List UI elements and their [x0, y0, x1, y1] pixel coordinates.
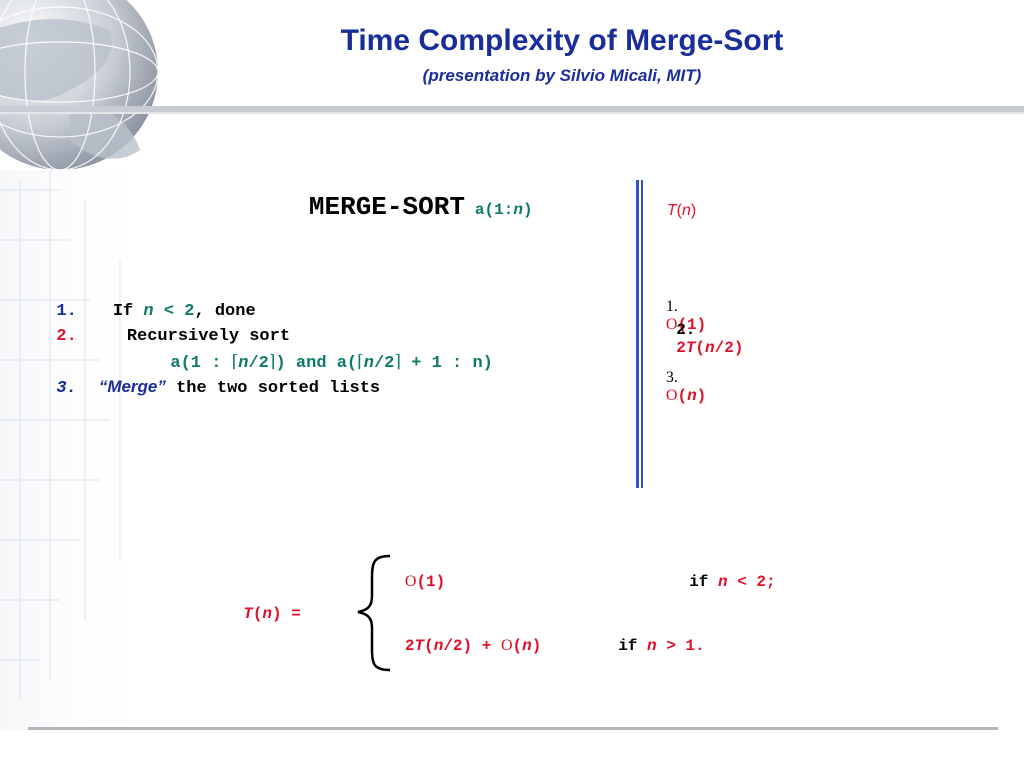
case-2-var: n	[433, 637, 444, 655]
cost-2-t: T	[685, 339, 696, 357]
case-1-var: n	[718, 573, 728, 591]
lhs-open: (	[252, 605, 263, 623]
cost-2-number: 2.	[676, 321, 696, 339]
step-1-cond: < 2	[153, 302, 195, 321]
detail-tail: + 1 : n)	[401, 354, 493, 373]
ceil-close-2: ⌉	[394, 352, 402, 371]
case-2-open-2: (	[512, 637, 523, 655]
recurrence-case-2: 2T(n/2) + O(n)	[396, 619, 541, 655]
case-2-close: )	[531, 637, 542, 655]
cost-3-var: n	[687, 387, 697, 405]
ceil-open-1: ⌈	[231, 352, 239, 371]
footer-rule	[28, 727, 998, 730]
case-2-mid: /2) +	[443, 637, 501, 655]
column-divider	[636, 180, 639, 488]
step-1-number: 1.	[56, 302, 77, 321]
case-1-cond: < 2;	[727, 573, 776, 591]
recurrence-case-2-condition: if n > 1.	[599, 619, 705, 655]
cost-2-open: (	[695, 339, 706, 357]
cost-line-3: 3. O(n)	[657, 351, 706, 405]
step-1-post: , done	[194, 302, 256, 321]
cost-header-open: (	[676, 202, 682, 219]
cost-header-close: )	[690, 202, 697, 219]
recurrence-lhs: T(n) =	[224, 587, 301, 623]
case-1-if: if	[689, 573, 719, 591]
case-2-o: O	[500, 637, 513, 654]
globe-icon	[0, 0, 159, 171]
header-rule	[0, 106, 1024, 112]
cost-line-2: 2. 2T(n/2)	[657, 303, 743, 357]
step-3-merge: “Merge”	[98, 377, 166, 396]
recurrence-case-1: O(1)	[396, 555, 445, 591]
step-2-number: 2.	[56, 327, 77, 346]
case-2-pre: 2	[404, 637, 415, 655]
detail-var-2: n	[363, 354, 374, 373]
detail-var-1: n	[238, 354, 249, 373]
page-title: Time Complexity of Merge-Sort	[340, 24, 784, 57]
step-3-number: 3.	[56, 379, 77, 398]
cost-header: T(n)	[658, 184, 696, 220]
lhs-t: T	[243, 605, 253, 623]
step-1-var: n	[143, 302, 154, 321]
case-2-var-3: n	[647, 637, 657, 655]
cost-2-var: n	[705, 339, 715, 357]
cost-3-number: 3.	[665, 369, 678, 386]
cost-3-o: O	[665, 387, 678, 404]
cost-header-t: T	[666, 202, 677, 219]
cost-line-1: 1. O(1)	[657, 280, 706, 334]
case-2-open: (	[424, 637, 434, 655]
detail-half-2: /2	[373, 354, 395, 373]
case-2-t: T	[414, 637, 425, 655]
ceil-close-1: ⌉	[268, 352, 276, 371]
step-2-text: Recursively sort	[126, 327, 291, 346]
cost-1-number: 1.	[665, 298, 678, 315]
cost-2-close: /2)	[714, 339, 744, 357]
case-2-cond: > 1.	[656, 637, 705, 655]
detail-half-1: /2	[248, 354, 269, 373]
cost-3-open: (	[677, 387, 688, 405]
cost-3-close: )	[696, 387, 707, 405]
step-3: 3. “Merge” the two sorted lists	[36, 358, 380, 398]
step-2-detail: a(1 : ⌈n/2⌉) and a(⌈n/2⌉ + 1 : n)	[150, 333, 493, 373]
algorithm-name: MERGE-SORT	[308, 192, 465, 222]
case-2-var-2: n	[522, 637, 532, 655]
curly-brace	[357, 554, 391, 672]
step-1-if: If	[112, 302, 144, 321]
recurrence-case-1-condition: if n < 2;	[670, 555, 776, 591]
cost-2-pre: 2	[676, 339, 686, 357]
cost-1-val: (1)	[677, 316, 707, 334]
algorithm-arg-suffix: )	[522, 201, 533, 219]
lhs-var: n	[262, 605, 273, 623]
detail-part-a: a(1 :	[170, 354, 232, 373]
cost-1-o: O	[665, 316, 678, 333]
step-1: 1. If n < 2, done	[36, 283, 256, 321]
algorithm-arg-prefix: a(1:	[474, 201, 514, 219]
case-1-o: O	[404, 573, 417, 590]
step-2: 2. Recursively sort	[36, 308, 290, 346]
case-1-val: (1)	[416, 573, 446, 591]
page-subtitle: (presentation by Silvio Micali, MIT)	[422, 66, 702, 85]
step-3-post: the two sorted lists	[165, 379, 381, 398]
case-2-if: if	[618, 637, 648, 655]
ceil-open-2: ⌈	[357, 352, 364, 371]
cost-header-var: n	[682, 202, 691, 219]
lhs-close: ) =	[272, 605, 301, 623]
algorithm-arg-var: n	[513, 201, 523, 219]
algorithm-header: MERGE-SORT a(1:n)	[300, 174, 533, 222]
detail-mid: ) and a(	[275, 354, 358, 373]
